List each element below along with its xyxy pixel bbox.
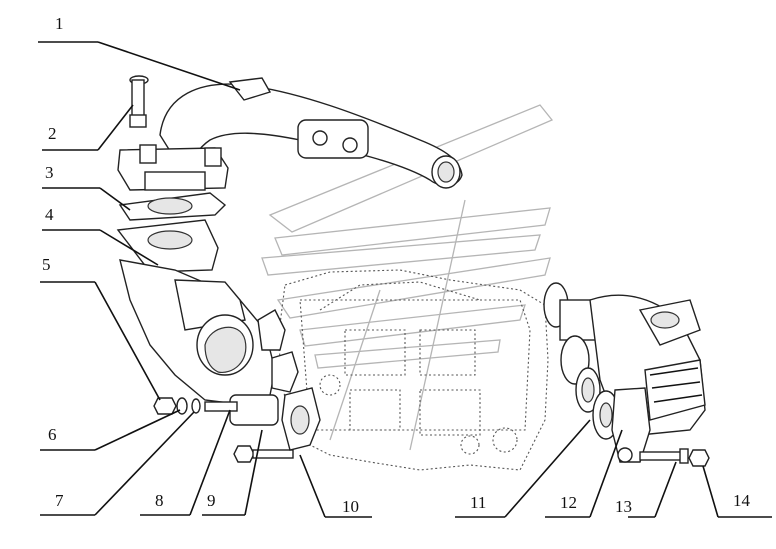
stud-bolt (129, 75, 149, 128)
callout-2: 2 (48, 124, 57, 143)
watermark-logo (261, 104, 554, 451)
exhaust-manifold (116, 219, 279, 426)
upper-flange (117, 144, 229, 191)
callout-5: 5 (42, 255, 51, 274)
callout-3: 3 (45, 163, 54, 182)
callout-9: 9 (207, 491, 216, 510)
gasket-upper (118, 192, 227, 221)
upper-exhaust-pipe (159, 77, 463, 189)
nut (153, 397, 177, 415)
bolt-left (233, 445, 294, 463)
callout-10: 10 (342, 497, 359, 516)
callout-6: 6 (48, 425, 57, 444)
manifold-stud (204, 401, 238, 412)
callout-12: 12 (560, 493, 577, 512)
callout-14: 14 (733, 491, 751, 510)
bolt-14 (688, 449, 710, 467)
manifold-gaskets (257, 309, 321, 451)
callout-4: 4 (45, 205, 54, 224)
right-flange (611, 387, 651, 463)
spring-washer (191, 398, 201, 414)
leader-lines (38, 41, 772, 518)
callout-13: 13 (615, 497, 632, 516)
callout-11: 11 (470, 493, 486, 512)
bolt-13 (639, 448, 689, 464)
callout-labels: 1 2 3 4 5 6 7 8 9 10 11 12 13 14 (42, 14, 751, 516)
washer (176, 397, 188, 415)
callout-7: 7 (55, 491, 64, 510)
engine-block-outline (277, 269, 549, 471)
callout-8: 8 (155, 491, 164, 510)
callout-1: 1 (55, 14, 64, 33)
